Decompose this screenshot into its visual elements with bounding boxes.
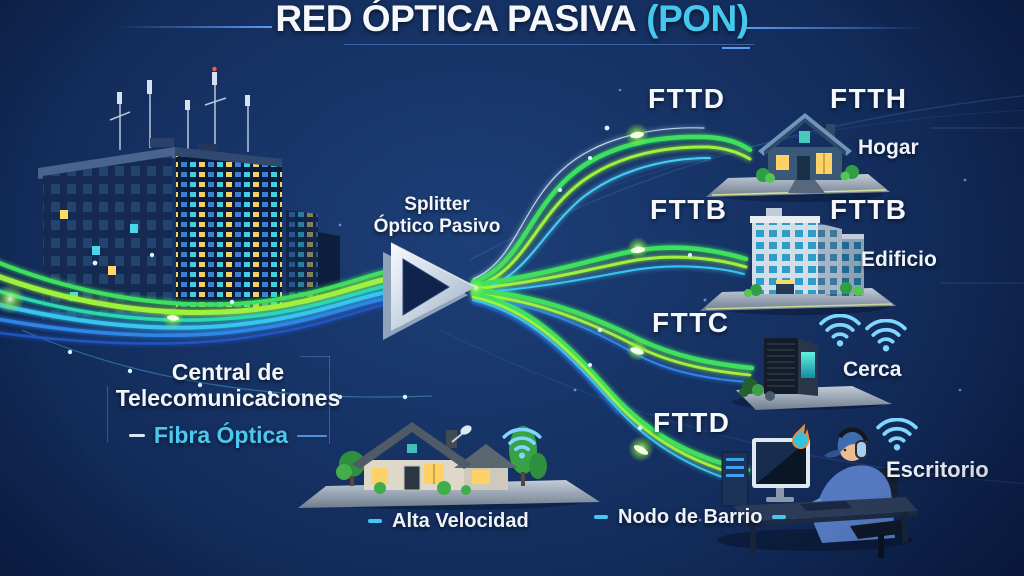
central-office-label: Central de Telecomunicaciones bbox=[103, 359, 353, 412]
splitter-label-line2: Óptico Pasivo bbox=[373, 215, 501, 237]
node-label: Nodo de Barrio bbox=[618, 506, 763, 528]
wifi-icon bbox=[876, 418, 918, 452]
central-office-line1: Central de bbox=[171, 359, 285, 385]
branch-code-ftth: FTTH bbox=[830, 83, 908, 114]
title-line-left bbox=[118, 26, 272, 28]
splitter-label-line1: Splitter bbox=[404, 194, 470, 215]
speed-label-row: Alta Velocidad bbox=[368, 511, 529, 531]
telecom-building-icon bbox=[38, 66, 340, 320]
desktop-user-icon bbox=[717, 423, 918, 558]
wifi-icon bbox=[865, 319, 907, 353]
branch-sublabel-cerca: Cerca bbox=[843, 358, 902, 381]
fiber-dash-right bbox=[297, 434, 328, 437]
branch-code-fttd-desk: FTTD bbox=[653, 407, 731, 438]
page-title: RED ÓPTICA PASIVA bbox=[275, 0, 637, 39]
branch-sublabel-edificio: Edificio bbox=[861, 248, 937, 271]
page-title-highlight: (PON) bbox=[646, 0, 749, 39]
branch-code-fttb-right: FTTB bbox=[830, 194, 908, 225]
fiber-dash-left bbox=[128, 434, 145, 437]
central-bracket-left bbox=[107, 386, 108, 442]
branch-code-fttc: FTTC bbox=[652, 307, 730, 338]
speed-label: Alta Velocidad bbox=[392, 510, 529, 532]
fiber-label: Fibra Óptica bbox=[153, 422, 289, 448]
node-label-row: Nodo de Barrio bbox=[594, 506, 787, 528]
speed-dash bbox=[368, 519, 382, 523]
title-underline-short bbox=[722, 47, 750, 49]
title-row: RED ÓPTICA PASIVA (PON) bbox=[0, 0, 1024, 37]
branch-sublabel-hogar: Hogar bbox=[858, 136, 919, 159]
wifi-icon bbox=[819, 314, 861, 348]
central-bracket-right bbox=[329, 356, 330, 444]
branch-sublabel-escritorio: Escritorio bbox=[886, 457, 989, 482]
splitter-icon bbox=[383, 242, 477, 340]
branch-code-fttb-left: FTTB bbox=[650, 194, 728, 225]
central-bracket-top bbox=[300, 356, 330, 357]
central-office-line2: Telecomunicaciones bbox=[115, 384, 341, 411]
title-line-right bbox=[746, 27, 928, 29]
node-dash-right bbox=[772, 515, 787, 519]
title-underline bbox=[344, 44, 754, 45]
fiber-label-row: Fibra Óptica bbox=[103, 424, 353, 447]
splitter-label: Splitter Óptico Pasivo bbox=[352, 194, 522, 238]
node-dash-left bbox=[594, 515, 608, 519]
branch-code-fttd-home: FTTD bbox=[648, 83, 726, 114]
